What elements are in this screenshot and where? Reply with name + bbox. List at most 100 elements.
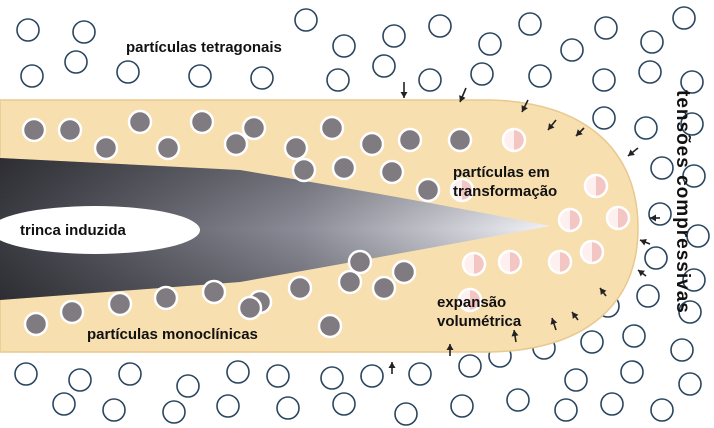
tetragonal-particle [639,61,661,83]
monoclinic-particle [333,157,355,179]
monoclinic-particle [61,301,83,323]
monoclinic-particle [321,117,343,139]
monoclinic-particle [157,137,179,159]
stress-arrow-head [389,362,396,368]
monoclinic-particle [285,137,307,159]
monoclinic-particle [129,111,151,133]
monoclinic-particle [349,251,371,273]
label-transforming-particles: partículas em transformação [453,163,557,201]
monoclinic-particle [373,277,395,299]
transforming-particle [559,209,581,231]
tetragonal-particle [361,365,383,387]
monoclinic-particle [381,161,403,183]
tetragonal-particle [679,373,701,395]
tetragonal-particle [671,339,693,361]
tetragonal-particle [529,65,551,87]
tetragonal-particle [451,395,473,417]
monoclinic-particle [399,129,421,151]
tetragonal-particle [593,69,615,91]
monoclinic-particle [289,277,311,299]
stress-arrow [628,148,638,156]
label-induced-crack: trinca induzida [20,221,126,240]
tetragonal-particle [649,203,671,225]
tetragonal-particle [373,55,395,77]
tetragonal-particle [429,15,451,37]
stress-arrow [401,82,408,98]
tetragonal-particle [479,33,501,55]
monoclinic-particle [59,119,81,141]
tetragonal-particle [519,13,541,35]
label-transforming-line2: transformação [453,182,557,201]
tetragonal-particle [217,395,239,417]
tetragonal-particle [507,389,529,411]
monoclinic-particle [225,133,247,155]
monoclinic-particle [25,313,47,335]
tetragonal-particle [459,355,481,377]
tetragonal-particle [15,363,37,385]
tetragonal-particle [645,247,667,269]
stress-arrow [638,270,646,276]
tetragonal-particle [637,285,659,307]
tetragonal-particle [119,363,141,385]
monoclinic-particle [449,129,471,151]
label-expansion-line1: expansão [437,293,521,312]
tetragonal-particle [651,157,673,179]
tetragonal-particle [333,35,355,57]
tetragonal-particle [581,331,603,353]
monoclinic-particle [191,111,213,133]
tetragonal-particle [641,31,663,53]
tetragonal-particle [251,67,273,89]
transforming-particle [607,207,629,229]
stress-arrow-head [401,92,408,98]
monoclinic-particle [417,179,439,201]
label-tetragonal-particles: partículas tetragonais [126,38,282,57]
monoclinic-particle [339,271,361,293]
tetragonal-particle [383,25,405,47]
tetragonal-particle [321,367,343,389]
tetragonal-particle [555,399,577,421]
label-transforming-line1: partículas em [453,163,557,182]
monoclinic-particle [393,261,415,283]
tetragonal-particle [295,9,317,31]
tetragonal-particle [117,61,139,83]
transforming-particle [581,241,603,263]
tetragonal-particle [21,65,43,87]
monoclinic-particle [361,133,383,155]
tetragonal-particle [419,69,441,91]
tetragonal-particle [593,107,615,129]
tetragonal-particle [189,65,211,87]
transforming-particle [499,251,521,273]
tetragonal-particle [227,361,249,383]
tetragonal-particle [163,401,185,423]
tetragonal-particle [395,403,417,425]
monoclinic-particle [95,137,117,159]
tetragonal-particle [177,375,199,397]
transforming-particle [503,129,525,151]
label-volumetric-expansion: expansão volumétrica [437,293,521,331]
tetragonal-particle [17,19,39,41]
tetragonal-particle [565,369,587,391]
monoclinic-particle [203,281,225,303]
tetragonal-particle [623,325,645,347]
stress-arrow [640,239,650,245]
stress-arrow [389,362,396,374]
stress-arrow-head [638,270,645,276]
tetragonal-particle [103,399,125,421]
label-monoclinic-particles: partículas monoclínicas [87,325,258,344]
tetragonal-particle [409,363,431,385]
tetragonal-particle [561,39,583,61]
tetragonal-particle [651,399,673,421]
tetragonal-particle [333,393,355,415]
monoclinic-particle [243,117,265,139]
tetragonal-particle [673,7,695,29]
monoclinic-particle [155,287,177,309]
label-expansion-line2: volumétrica [437,312,521,331]
transforming-particle [585,175,607,197]
tetragonal-particle [69,369,91,391]
tetragonal-particle [73,21,95,43]
tetragonal-particle [621,361,643,383]
transforming-particle [549,251,571,273]
monoclinic-particle [239,297,261,319]
